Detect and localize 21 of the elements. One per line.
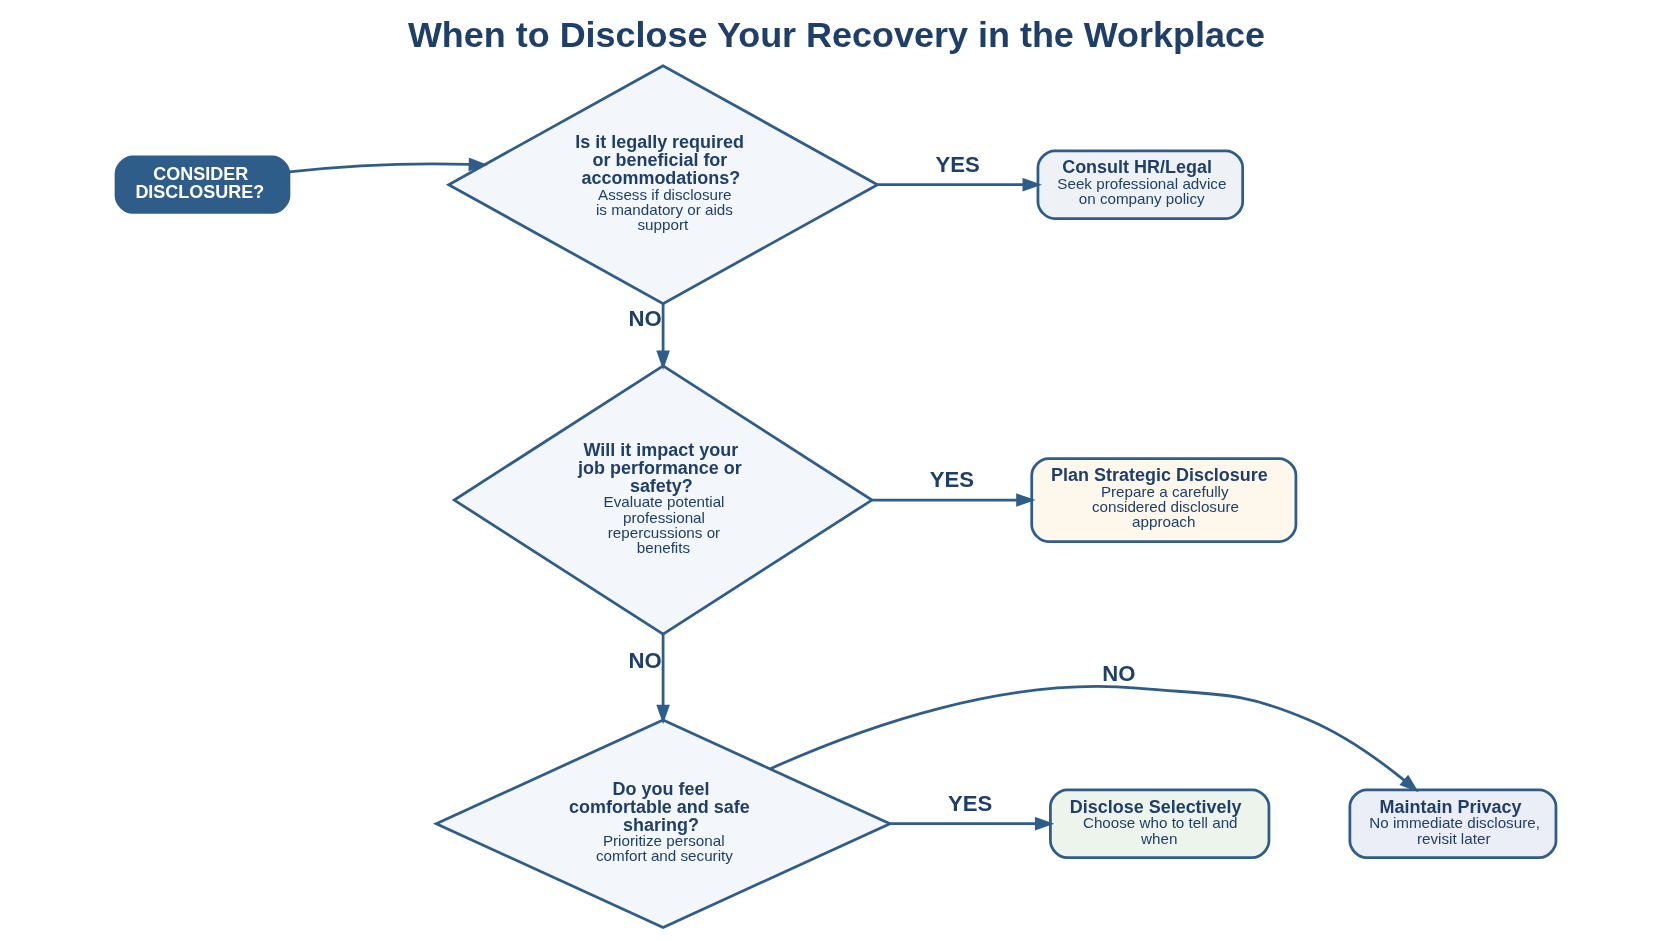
node-diamond: Is it legally required or beneficial for accommodations? Assess if disclosure is mandatory or aids support — [445, 63, 881, 305]
node-box: CONSIDER DISCLOSURE? — [114, 155, 291, 214]
edge-label: NO — [628, 647, 662, 673]
edge-label: YES — [935, 151, 980, 177]
node-box: Disclose Selectively Choose who to tell and when — [1049, 787, 1271, 859]
node-box: Consult HR/Legal Seek professional advice on company policy — [1036, 148, 1245, 220]
arrow — [889, 816, 1055, 831]
edge-label: YES — [948, 790, 993, 816]
arrow — [289, 157, 489, 173]
arrow — [872, 492, 1036, 507]
edge-label: NO — [1102, 660, 1136, 686]
diagram-title: When to Disclose Your Recovery in the Workplace — [407, 13, 1266, 55]
arrow — [769, 684, 1419, 792]
arrow — [656, 303, 670, 370]
edge-label: YES — [929, 466, 974, 492]
node-diamond: Will it impact your job performance or safety? Evaluate potential professional repercussions or benefits — [451, 363, 875, 636]
arrow — [656, 633, 670, 724]
edge-label: NO — [628, 305, 662, 331]
node-box: Plan Strategic Disclosure Prepare a carefully considered disclosure approach — [1030, 456, 1298, 543]
node-box: Maintain Privacy No immediate disclosure, revisit later — [1348, 787, 1558, 859]
arrow — [877, 177, 1042, 191]
